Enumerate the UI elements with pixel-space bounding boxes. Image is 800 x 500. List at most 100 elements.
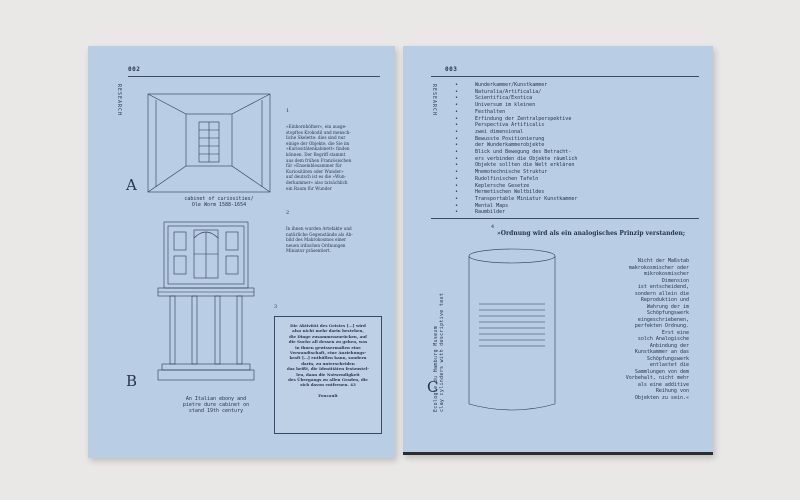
bullet-icon: • — [455, 142, 459, 149]
note-line: neuen irdischen Ordnungen — [286, 242, 346, 248]
note-number-2: 2 — [286, 210, 290, 216]
bullet-icon: • — [455, 182, 459, 189]
list-item-text: Festhalten — [475, 108, 506, 115]
note-line: einige der Objekte, die Sie im — [286, 140, 350, 146]
letter-a: A — [126, 176, 137, 194]
caption-b-line: stand 19th century — [188, 408, 244, 414]
quote-line: des Übergangs zu allen Graden, die — [288, 377, 368, 383]
list-item-text: der Wunderkammerobjekte — [475, 142, 545, 149]
bullet-icon: • — [455, 195, 459, 202]
note-line: liche Skelette: dies sind nur — [286, 135, 346, 141]
bullet-icon: • — [455, 135, 459, 142]
quote-line: Die Aktivität des Geistes [...] wird — [290, 323, 366, 328]
left-page: 002 RESEARCH A cabi — [88, 46, 395, 458]
note-line: derkammer« also tatsächlich — [286, 179, 348, 185]
body-line: Objekten zu sein.« — [634, 394, 689, 401]
bullet-icon: • — [455, 175, 459, 182]
body-line: entlastet die — [649, 362, 689, 368]
list-item-text: Raumbilder — [475, 209, 506, 216]
list-item-text: Hermetischen Weltbildes — [475, 189, 545, 196]
body-line: Dimension — [661, 277, 689, 284]
list-item: • Mnemotechnische Struktur — [455, 169, 577, 176]
room-perspective-illustration — [147, 93, 271, 193]
body-line: Reihung von — [655, 388, 689, 394]
body-line: Reproduktion und — [640, 297, 689, 303]
body-line: Schöpfungswerk — [646, 355, 689, 362]
list-item-text: ers verbinden die Objekte räumlich — [475, 155, 578, 162]
quote-line: das heißt, die Identitäten festzustel- — [287, 366, 369, 372]
list-item: • Objekte sollten die Welt erklären — [455, 162, 577, 169]
bullet-icon: • — [455, 162, 459, 169]
list-item-text: Wunderkammer/Kunstkammer — [475, 82, 548, 88]
list-item: • Erfindung der Zentralperspektive — [455, 116, 577, 123]
bullet-icon: • — [455, 155, 459, 162]
quote-line: in ihnen gewissermaßen eine — [295, 344, 361, 350]
body-line: Anbindung der — [649, 342, 689, 349]
quote-line: darin, zu unterscheiden — [301, 360, 355, 366]
body-line: Nicht der Maßstab — [637, 258, 689, 264]
list-item-text: Mnemotechnische Struktur — [475, 169, 548, 176]
quote-number: 3 — [274, 304, 278, 310]
body-line: Kunstkammer an das — [634, 349, 689, 355]
quote-line: die Dinge zusammenzurücken, auf — [289, 333, 367, 339]
right-page: 003 RESEARCH •Wunderkammer/Kunstkammer •… — [403, 46, 713, 455]
list-item-text: Objekte sollten die Welt erklären — [475, 162, 575, 169]
headline: »Ordnung wird als ein analogisches Prinz… — [497, 230, 686, 237]
list-item: •Mental Maps — [455, 203, 577, 210]
note-line: Kuriositäten oder Wunder» — [286, 168, 344, 174]
body-line: makrokosmischer oder — [628, 264, 689, 271]
note-line: natürliche Gegenstände als Ab- — [286, 231, 353, 237]
quote-line: also nicht mehr darin bestehen, — [292, 328, 364, 334]
note-line: auf deutsch ist es die »Wun- — [286, 174, 346, 180]
list-item: •zwei dimensional — [455, 129, 577, 136]
note-line: In ihnen wurden Artefakte und — [286, 226, 352, 231]
quote-line: kraft [...] enthüllen kann, sondern — [289, 355, 367, 361]
bullet-icon: • — [455, 115, 459, 122]
bullet-icon: • — [455, 108, 459, 115]
list-item-text: Erfindung der Zentralperspektive — [475, 115, 572, 122]
quote-line: die Suche all dessen zu gehen, was — [288, 339, 368, 345]
quote-text: Die Aktivität des Geistes [...] wird als… — [280, 323, 376, 398]
left-side-label: RESEARCH — [116, 84, 122, 117]
note-number-4: 4 — [491, 224, 495, 230]
quote-line: Verwandtschaft, eine Anziehungs- — [289, 350, 367, 356]
list-item: • Blick und Bewegung des Betracht- — [455, 149, 577, 156]
right-top-rule — [431, 76, 699, 77]
bullet-icon: • — [455, 102, 459, 109]
list-item: •Universum im kleinen — [455, 102, 577, 109]
list-item: •Keplersche Gesetze — [455, 183, 577, 190]
bullet-icon: • — [455, 82, 459, 88]
body-line: mikrokosmischer — [643, 271, 689, 277]
quote-line: sich davon entfernen. 43 — [300, 382, 356, 388]
list-item-text: Bewusste Positionierung — [475, 135, 545, 142]
list-item: •Raumbilder — [455, 209, 577, 216]
letter-b: B — [126, 372, 138, 390]
quote-line: len, dann die Notwendigkeit — [296, 371, 360, 377]
list-item: • ers verbinden die Objekte räumlich — [455, 156, 577, 163]
body-line: ist entscheidend, — [637, 284, 689, 290]
body-line: Vorbehalt, nicht mehr — [625, 375, 689, 381]
right-page-number: 003 — [445, 66, 458, 73]
list-item-text: Naturalia/Artificalia/ — [475, 88, 542, 95]
bullet-icon: • — [455, 189, 459, 196]
list-item: •Perspectiva Artificalis — [455, 122, 577, 129]
note-line: aus dem frühen Französischen — [286, 157, 352, 163]
caption-b: An Italian ebony and pietre dure cabinet… — [158, 396, 274, 414]
middle-rule — [431, 218, 699, 219]
bullet-icon: • — [455, 149, 459, 156]
foucault-quote-box: Die Aktivität des Geistes [...] wird als… — [274, 316, 382, 434]
bullet-icon: • — [455, 202, 459, 209]
bullet-icon: • — [455, 169, 459, 176]
cabinet-on-stand-illustration — [157, 221, 255, 381]
bullet-icon: • — [455, 128, 459, 135]
body-line: solch Analogische — [637, 336, 689, 342]
keyword-list: • Wunderkammer/Kunstkammer • Naturalia/Art… — [455, 82, 577, 216]
list-item-text: Blick und Bewegung des Betracht- — [475, 149, 572, 156]
caption-a-line: cabinet of curiosities/ — [184, 196, 254, 202]
bullet-icon: • — [455, 95, 459, 102]
list-item: • Hermetischen Weltbildes — [455, 189, 577, 196]
body-line: Sammlungen von dem — [634, 368, 689, 375]
clay-cylinder-illustration — [468, 248, 556, 411]
list-item: • Wunderkammer/Kunstkammer — [455, 82, 577, 89]
